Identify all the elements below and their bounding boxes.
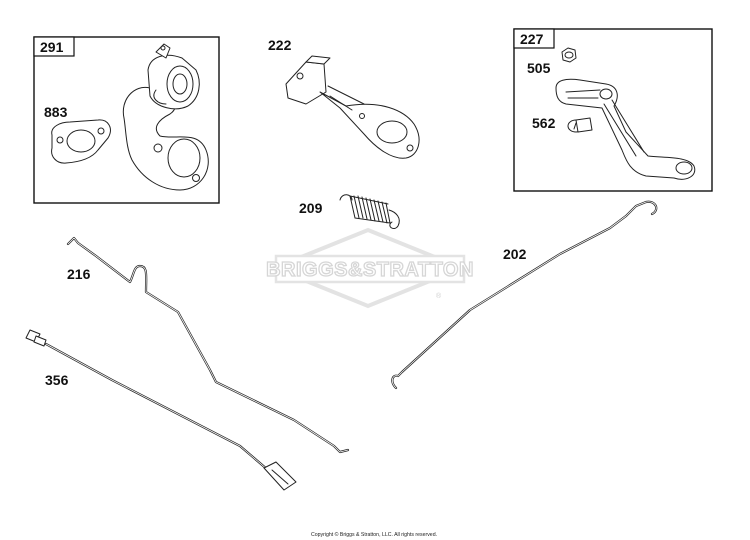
box-227: 227: [513, 28, 713, 192]
part-291-adapter[interactable]: [122, 43, 209, 191]
label-505: 505: [527, 60, 551, 76]
label-209: 209: [299, 200, 323, 216]
label-216: 216: [67, 266, 91, 282]
label-356: 356: [45, 372, 69, 388]
part-505-nut[interactable]: [561, 47, 577, 63]
watermark-text: BRIGGS&STRATTON: [266, 259, 474, 281]
box-label-291: 291: [40, 39, 64, 55]
part-209-spring[interactable]: [339, 194, 400, 229]
copyright-text: Copyright © Briggs & Stratton, LLC. All …: [311, 531, 437, 538]
part-883-gasket[interactable]: [51, 119, 111, 164]
part-356-cable[interactable]: [25, 329, 297, 491]
box-label-227: 227: [520, 31, 544, 47]
label-883: 883: [44, 104, 68, 120]
watermark-trademark: ®: [436, 292, 442, 300]
part-216-rod[interactable]: [66, 236, 350, 454]
label-222: 222: [268, 37, 292, 53]
label-202: 202: [503, 246, 527, 262]
label-562: 562: [532, 115, 556, 131]
briggs-stratton-watermark: BRIGGS&STRATTON ®: [265, 227, 474, 309]
part-222-bracket[interactable]: [285, 55, 420, 159]
part-202-rod[interactable]: [391, 200, 658, 390]
part-562-bolt[interactable]: [567, 117, 593, 133]
part-227-lever[interactable]: [555, 78, 696, 180]
box-291: 291: [33, 36, 220, 204]
